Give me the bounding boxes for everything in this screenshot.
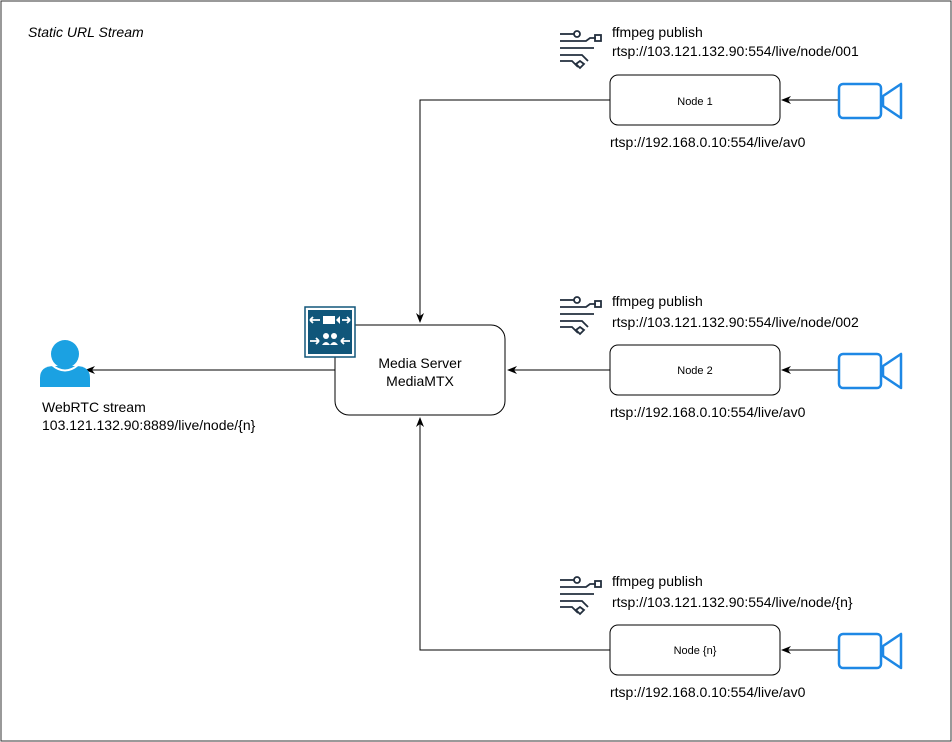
- node-n-publish-label: ffmpeg publish: [612, 573, 703, 589]
- client-url: 103.121.132.90:8889/live/node/{n}: [42, 417, 256, 433]
- node-1-label: Node 1: [677, 96, 712, 108]
- node-2[interactable]: Node 2: [609, 344, 781, 396]
- media-server-icon: [304, 306, 356, 358]
- node-n-label: Node {n}: [674, 645, 717, 657]
- node-2-publish-url: rtsp://103.121.132.90:554/live/node/002: [612, 314, 859, 330]
- client-label: WebRTC stream: [42, 399, 146, 415]
- node-1-publish-label: ffmpeg publish: [612, 24, 703, 40]
- node-1-camera-url: rtsp://192.168.0.10:554/live/av0: [610, 134, 806, 150]
- diagram-title: Static URL Stream: [28, 24, 144, 40]
- media-server-label-line1: Media Server: [378, 355, 462, 371]
- media-server-box[interactable]: Media Server MediaMTX: [334, 324, 506, 416]
- node-n[interactable]: Node {n}: [609, 624, 781, 676]
- node-2-label: Node 2: [677, 365, 712, 377]
- connectors: [85, 96, 838, 654]
- node-1-publish-url: rtsp://103.121.132.90:554/live/node/001: [612, 43, 859, 59]
- node-2-camera-url: rtsp://192.168.0.10:554/live/av0: [610, 404, 806, 420]
- node-n-publish-url: rtsp://103.121.132.90:554/live/node/{n}: [612, 594, 853, 610]
- node-n-camera-url: rtsp://192.168.0.10:554/live/av0: [610, 684, 806, 700]
- media-server-label-line2: MediaMTX: [386, 373, 454, 389]
- node-1[interactable]: Node 1: [609, 74, 781, 126]
- arrow-noden-to-server: [416, 417, 610, 651]
- node-2-publish-label: ffmpeg publish: [612, 293, 703, 309]
- arrow-node1-to-server: [416, 99, 610, 323]
- user-icon: [40, 340, 90, 387]
